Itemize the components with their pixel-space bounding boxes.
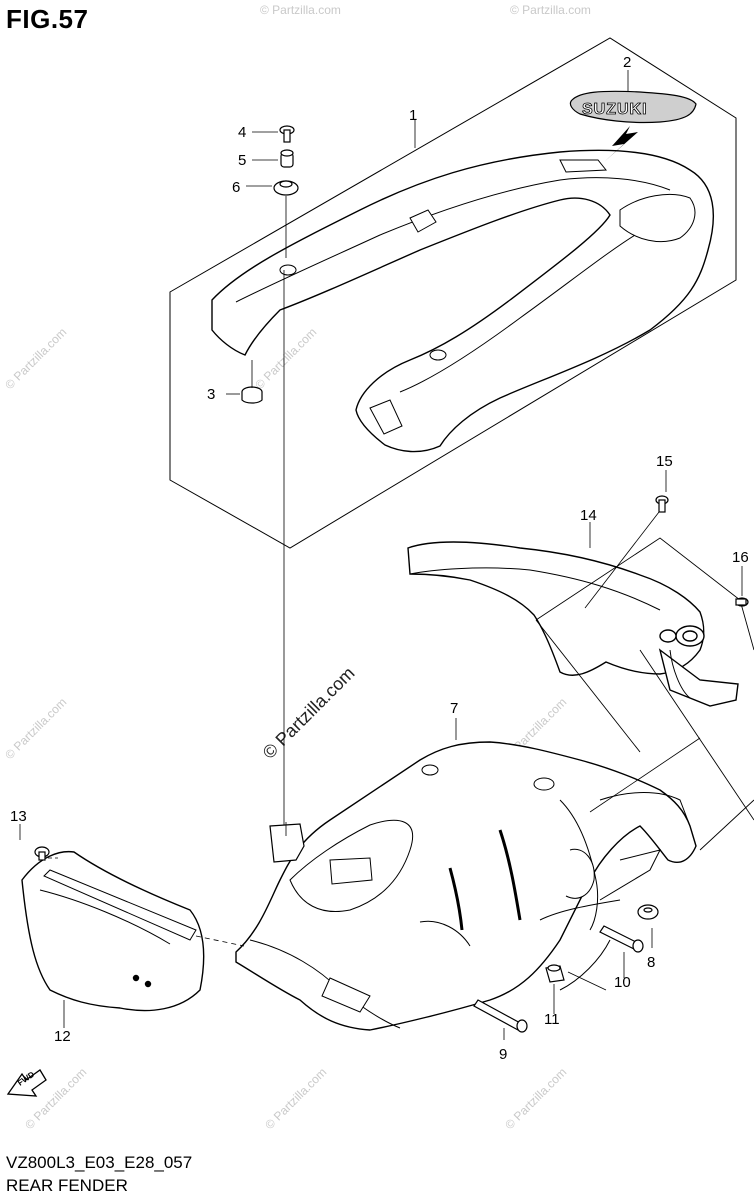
watermark: © Partzilla.com (510, 3, 591, 17)
callout-9: 9 (499, 1046, 507, 1063)
part-grommet-6 (273, 180, 299, 196)
part-nut-3 (241, 386, 263, 404)
emblem-text: SUZUKI (582, 101, 648, 118)
callout-6: 6 (232, 179, 240, 196)
watermark: © Partzilla.com (2, 325, 69, 392)
part-emblem: SUZUKI (569, 90, 697, 162)
part-rear-fender (235, 741, 697, 1031)
model-code: VZ800L3_E03_E28_057 (6, 1153, 193, 1172)
section-name: REAR FENDER (6, 1176, 128, 1195)
fwd-direction-arrow: FWD (6, 1069, 47, 1097)
part-side-cover (21, 850, 205, 1012)
leader-line (584, 511, 660, 609)
figure-title: FIG.57 (6, 4, 89, 34)
part-screw-4 (279, 125, 295, 143)
callout-14: 14 (580, 507, 597, 524)
assembly-box-tail-cover (169, 37, 737, 549)
assembly-box-bracket (535, 537, 754, 651)
assembly-box-edge (535, 619, 641, 753)
emblem-pointer-arrow (604, 126, 638, 162)
part-bolt-9 (473, 999, 528, 1033)
callout-11: 11 (544, 1011, 560, 1028)
watermark: © Partzilla.com (2, 695, 69, 762)
part-bolt-15 (655, 495, 669, 513)
callout-15: 15 (656, 453, 673, 470)
callout-labels: 1 2 3 4 5 6 7 8 9 10 11 12 13 14 15 16 (10, 54, 749, 1063)
part-collar-5 (280, 149, 294, 168)
callout-1: 1 (409, 107, 417, 124)
callout-12: 12 (54, 1028, 71, 1045)
part-bolt-13 (34, 846, 50, 861)
watermark: © Partzilla.com (260, 3, 341, 17)
callout-3: 3 (207, 386, 215, 403)
part-bolt-16 (735, 597, 749, 607)
assembly-box-edge (699, 799, 754, 851)
callout-10: 10 (614, 974, 631, 991)
assembly-box-edge (639, 649, 754, 821)
callout-13: 13 (10, 808, 27, 825)
leader-line (589, 737, 701, 813)
callout-7: 7 (450, 700, 458, 717)
part-nut-11 (545, 964, 565, 983)
watermark-center: © Partzilla.com (259, 663, 359, 763)
callout-8: 8 (647, 954, 655, 971)
watermark: © Partzilla.com (502, 1065, 569, 1132)
callout-16: 16 (732, 549, 749, 566)
callout-5: 5 (238, 152, 246, 169)
callout-2: 2 (623, 54, 631, 71)
callout-leaders (19, 70, 743, 1040)
leader-line (195, 935, 245, 947)
part-rear-bracket (407, 541, 739, 707)
watermark: © Partzilla.com (252, 325, 319, 392)
callout-4: 4 (238, 124, 246, 141)
part-washer-8 (637, 904, 659, 920)
leader-line (567, 971, 607, 991)
part-tail-cover (211, 149, 714, 453)
watermark: © Partzilla.com (262, 1065, 329, 1132)
part-bolt-10 (599, 925, 644, 953)
